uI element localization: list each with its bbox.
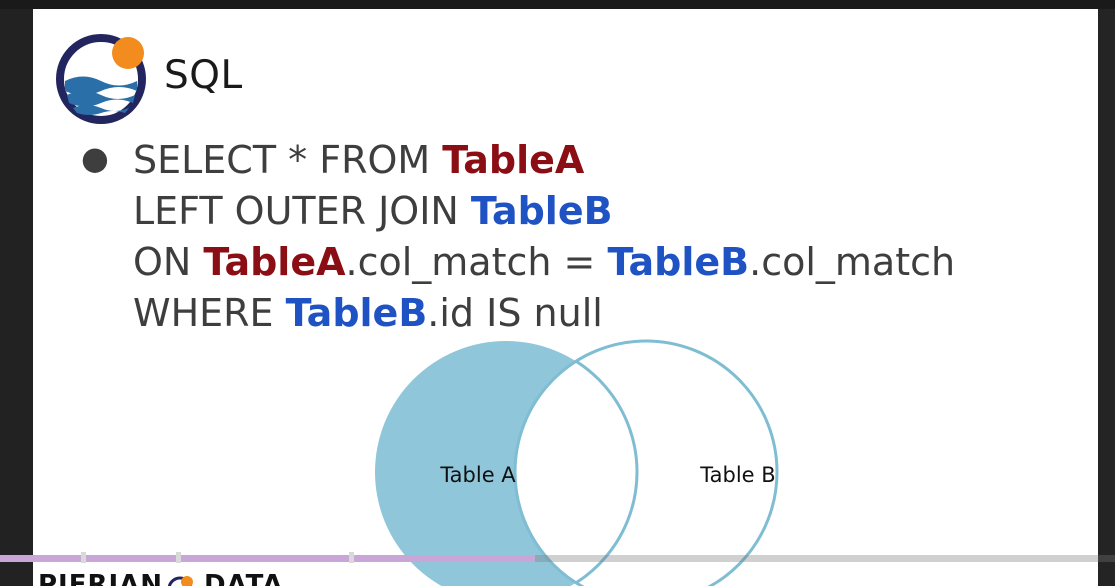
right-border bbox=[1098, 9, 1115, 586]
left-border bbox=[0, 9, 33, 586]
table-b-name: TableB bbox=[285, 291, 428, 335]
sql-line-join: LEFT OUTER JOIN TableB bbox=[133, 186, 955, 237]
top-bar bbox=[0, 0, 1115, 9]
sql-line-select: SELECT * FROM TableA bbox=[133, 135, 955, 186]
chapter-marker[interactable] bbox=[176, 552, 181, 563]
sql-keyword-text: WHERE bbox=[133, 291, 286, 335]
pierian-logo-icon bbox=[56, 34, 146, 124]
sql-column-text: .col_match bbox=[749, 240, 956, 284]
sql-keyword-text: SELECT * FROM bbox=[133, 138, 443, 182]
venn-circle-a-outline bbox=[515, 341, 639, 586]
table-a-name: TableA bbox=[203, 240, 346, 284]
sql-condition-text: .id IS null bbox=[427, 291, 603, 335]
chapter-marker[interactable] bbox=[349, 552, 354, 563]
table-b-name: TableB bbox=[470, 189, 613, 233]
table-b-name: TableB bbox=[607, 240, 750, 284]
venn-label-a: Table A bbox=[439, 463, 516, 487]
sql-condition-text: .col_match = bbox=[345, 240, 608, 284]
table-a-name: TableA bbox=[442, 138, 585, 182]
slide-title: SQL bbox=[164, 53, 243, 98]
video-progress-fill bbox=[0, 555, 536, 562]
bullet-point: ● bbox=[81, 139, 109, 177]
venn-circle-b bbox=[513, 339, 779, 586]
watermark-text-right: DATA bbox=[204, 570, 284, 586]
video-progress-track[interactable] bbox=[0, 555, 1115, 562]
sql-query: SELECT * FROM TableA LEFT OUTER JOIN Tab… bbox=[133, 135, 955, 339]
venn-circle-a bbox=[375, 341, 637, 586]
chapter-marker[interactable] bbox=[81, 552, 86, 563]
venn-label-b: Table B bbox=[699, 463, 775, 487]
sql-line-on: ON TableA.col_match = TableB.col_match bbox=[133, 237, 955, 288]
venn-diagram: Table A Table B bbox=[375, 339, 779, 586]
sql-line-where: WHERE TableB.id IS null bbox=[133, 288, 955, 339]
watermark-text-left: PIERIAN bbox=[38, 570, 164, 586]
sql-keyword-text: LEFT OUTER JOIN bbox=[133, 189, 471, 233]
watermark-logo-icon bbox=[167, 576, 193, 586]
sql-keyword-text: ON bbox=[133, 240, 204, 284]
slide: SQL ● SELECT * FROM TableA LEFT OUTER JO… bbox=[33, 9, 1098, 586]
